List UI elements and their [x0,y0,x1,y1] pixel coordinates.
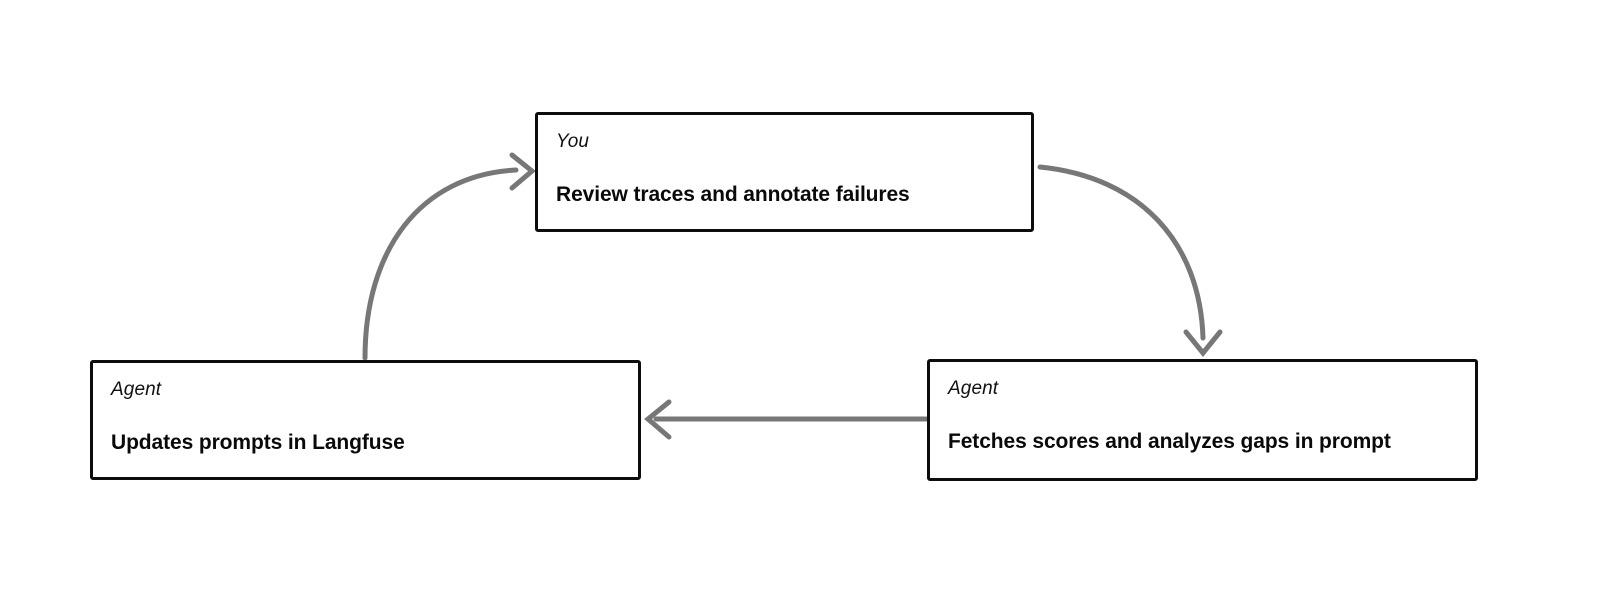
edge-you-to-fetch [1037,164,1223,357]
edge-fetch-to-update-arrowhead [644,399,672,440]
node-updates-prompts[interactable]: Agent Updates prompts in Langfuse [90,360,641,480]
node-you[interactable]: You Review traces and annotate failures [535,112,1034,232]
node-fetches-scores-title: Fetches scores and analyzes gaps in prom… [948,430,1391,453]
edge-fetch-to-update [644,399,929,440]
edge-update-to-you-arrowhead [509,152,536,191]
node-fetches-scores[interactable]: Agent Fetches scores and analyzes gaps i… [927,359,1478,481]
edge-update-to-you [362,152,536,361]
node-fetches-scores-role: Agent [948,378,999,399]
edge-you-to-fetch-line [1037,164,1206,341]
node-you-title: Review traces and annotate failures [556,183,910,206]
edge-you-to-fetch-arrowhead [1183,329,1223,357]
node-you-role: You [556,131,590,152]
edge-update-to-you-line [362,167,519,361]
node-updates-prompts-title: Updates prompts in Langfuse [111,431,405,454]
node-updates-prompts-role: Agent [111,379,162,400]
